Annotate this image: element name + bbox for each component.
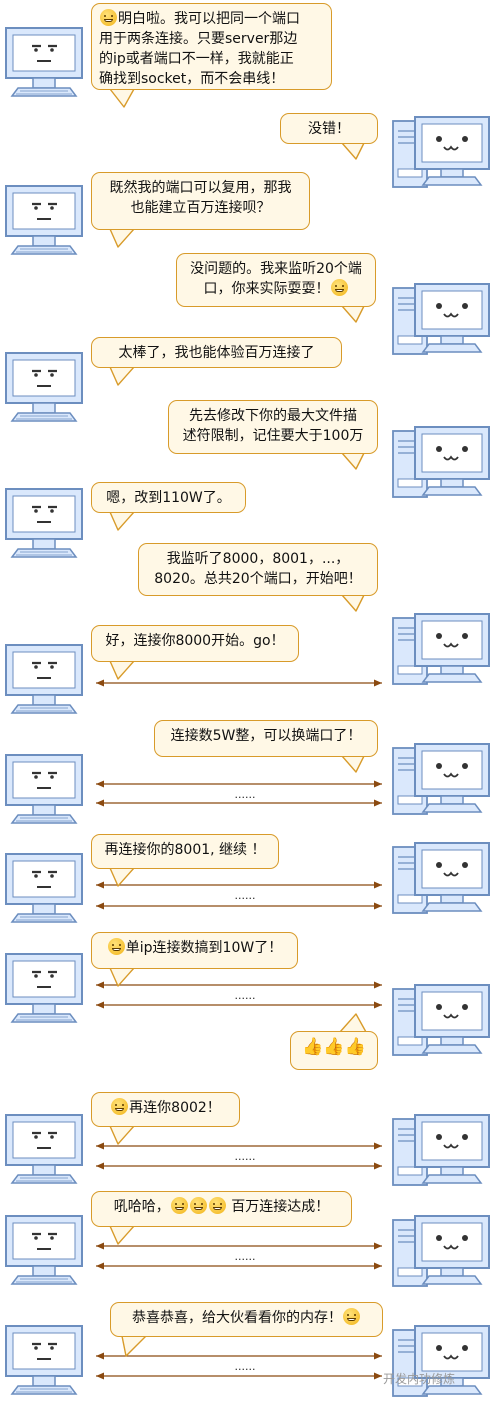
server-computer-icon bbox=[392, 743, 490, 815]
client-bubble: 吼哈哈， 百万连接达成！ bbox=[91, 1191, 352, 1227]
message-text: 百万连接达成！ bbox=[226, 1199, 330, 1215]
message-text: 太棒了，我也能体验百万连接了 bbox=[118, 345, 315, 361]
server-bubble: 没问题的。我来监听20个端 口，你来实际耍耍！ bbox=[176, 253, 376, 307]
bubble-tail bbox=[109, 967, 135, 987]
server-bubble: 先去修改下你的最大文件描 述符限制，记住要大于100万 bbox=[168, 400, 378, 454]
server-computer-icon bbox=[392, 984, 490, 1056]
client-computer-icon bbox=[4, 26, 84, 98]
grin-emoji-icon bbox=[107, 938, 125, 955]
ellipsis-label: ...... bbox=[235, 1150, 256, 1163]
server-bubble: 没错！ bbox=[280, 113, 378, 144]
client-computer-icon bbox=[4, 753, 84, 825]
message-text: 单ip连接数搞到10W了！ bbox=[125, 940, 283, 956]
client-bubble: 嗯，改到110W了。 bbox=[91, 482, 246, 513]
bubble-tail bbox=[109, 1225, 135, 1245]
server-computer-icon bbox=[392, 283, 490, 355]
server-computer-icon bbox=[392, 1215, 490, 1287]
message-text: 连接数5W整，可以换端口了！ bbox=[170, 728, 362, 744]
message-text: 我监听了8000，8001，...， 8020。总共20个端口，开始吧！ bbox=[154, 551, 362, 587]
client-bubble: 单ip连接数搞到10W了！ bbox=[91, 932, 298, 969]
message-text: 恭喜恭喜，给大伙看看你的内存！ bbox=[132, 1310, 342, 1326]
server-computer-icon bbox=[392, 116, 490, 188]
client-bubble: 再连你8002！ bbox=[91, 1092, 240, 1127]
client-computer-icon bbox=[4, 1113, 84, 1185]
message-text: 好，连接你8000开始。go！ bbox=[105, 633, 285, 649]
bubble-tail bbox=[109, 88, 135, 108]
ellipsis-label: ...... bbox=[235, 989, 256, 1002]
server-bubble: 连接数5W整，可以换端口了！ bbox=[154, 720, 378, 757]
ellipsis-label: ...... bbox=[235, 1250, 256, 1263]
bubble-tail bbox=[109, 1125, 135, 1145]
client-computer-icon bbox=[4, 487, 84, 559]
client-bubble: 太棒了，我也能体验百万连接了 bbox=[91, 337, 342, 368]
message-text: 没错！ bbox=[308, 121, 350, 137]
bubble-tail bbox=[341, 594, 365, 612]
server-bubble: 我监听了8000，8001，...， 8020。总共20个端口，开始吧！ bbox=[138, 543, 378, 596]
message-text: 再连你8002！ bbox=[129, 1100, 221, 1116]
thumbs-up-icon: 👍 bbox=[323, 1037, 345, 1057]
client-computer-icon bbox=[4, 1324, 84, 1396]
client-bubble: 再连接你的8001, 继续 ！ bbox=[91, 834, 279, 869]
ellipsis-label: ...... bbox=[235, 889, 256, 902]
client-computer-icon bbox=[4, 351, 84, 423]
thumbs-up-icon: 👍 bbox=[302, 1037, 324, 1057]
server-bubble: 👍👍👍 bbox=[290, 1031, 378, 1070]
grimace-emoji-icon bbox=[208, 1197, 226, 1214]
grin-emoji-icon bbox=[100, 9, 117, 26]
bubble-tail bbox=[109, 228, 135, 248]
message-text: 没问题的。我来监听20个端 口，你来实际耍耍！ bbox=[190, 261, 362, 297]
watermark: 开发内功修炼 bbox=[383, 1372, 456, 1386]
bubble-tail bbox=[341, 142, 365, 160]
bubble-tail bbox=[121, 1335, 147, 1357]
server-computer-icon bbox=[392, 426, 490, 498]
bubble-tail bbox=[339, 1013, 367, 1033]
bubble-tail bbox=[109, 366, 135, 386]
server-computer-icon bbox=[392, 1114, 490, 1186]
grimace-emoji-icon bbox=[189, 1197, 207, 1214]
client-computer-icon bbox=[4, 1214, 84, 1286]
bubble-tail bbox=[109, 511, 135, 531]
bubble-tail bbox=[341, 452, 365, 470]
message-text: 嗯，改到110W了。 bbox=[106, 490, 231, 506]
message-text: 再连接你的8001, 继续 ！ bbox=[104, 842, 266, 858]
server-computer-icon bbox=[392, 613, 490, 685]
client-bubble: 既然我的端口可以复用，那我 也能建立百万连接呗？ bbox=[91, 172, 310, 230]
client-computer-icon bbox=[4, 184, 84, 256]
ellipsis-label: ...... bbox=[235, 1360, 256, 1373]
bubble-tail bbox=[109, 867, 135, 887]
client-computer-icon bbox=[4, 952, 84, 1024]
grimace-emoji-icon bbox=[330, 279, 348, 296]
ellipsis-label: ...... bbox=[235, 788, 256, 801]
client-bubble: 明白啦。我可以把同一个端口 用于两条连接。只要server那边 的ip或者端口不… bbox=[91, 3, 332, 90]
message-text: 吼哈哈， bbox=[113, 1199, 170, 1215]
message-text: 既然我的端口可以复用，那我 也能建立百万连接呗？ bbox=[109, 180, 292, 216]
thumbs-up-icon: 👍 bbox=[344, 1037, 366, 1057]
bubble-tail bbox=[341, 755, 365, 773]
server-computer-icon bbox=[392, 842, 490, 914]
client-computer-icon bbox=[4, 852, 84, 924]
message-text: 先去修改下你的最大文件描 述符限制，记住要大于100万 bbox=[182, 408, 364, 444]
grimace-emoji-icon bbox=[111, 1098, 129, 1115]
client-bubble: 恭喜恭喜，给大伙看看你的内存！ bbox=[110, 1302, 383, 1337]
message-text: 明白啦。我可以把同一个端口 用于两条连接。只要server那边 的ip或者端口不… bbox=[99, 11, 300, 87]
client-bubble: 好，连接你8000开始。go！ bbox=[91, 625, 299, 662]
grimace-emoji-icon bbox=[170, 1197, 188, 1214]
grin-emoji-icon bbox=[343, 1308, 360, 1325]
bubble-tail bbox=[341, 305, 365, 323]
bubble-tail bbox=[109, 660, 135, 680]
client-computer-icon bbox=[4, 643, 84, 715]
